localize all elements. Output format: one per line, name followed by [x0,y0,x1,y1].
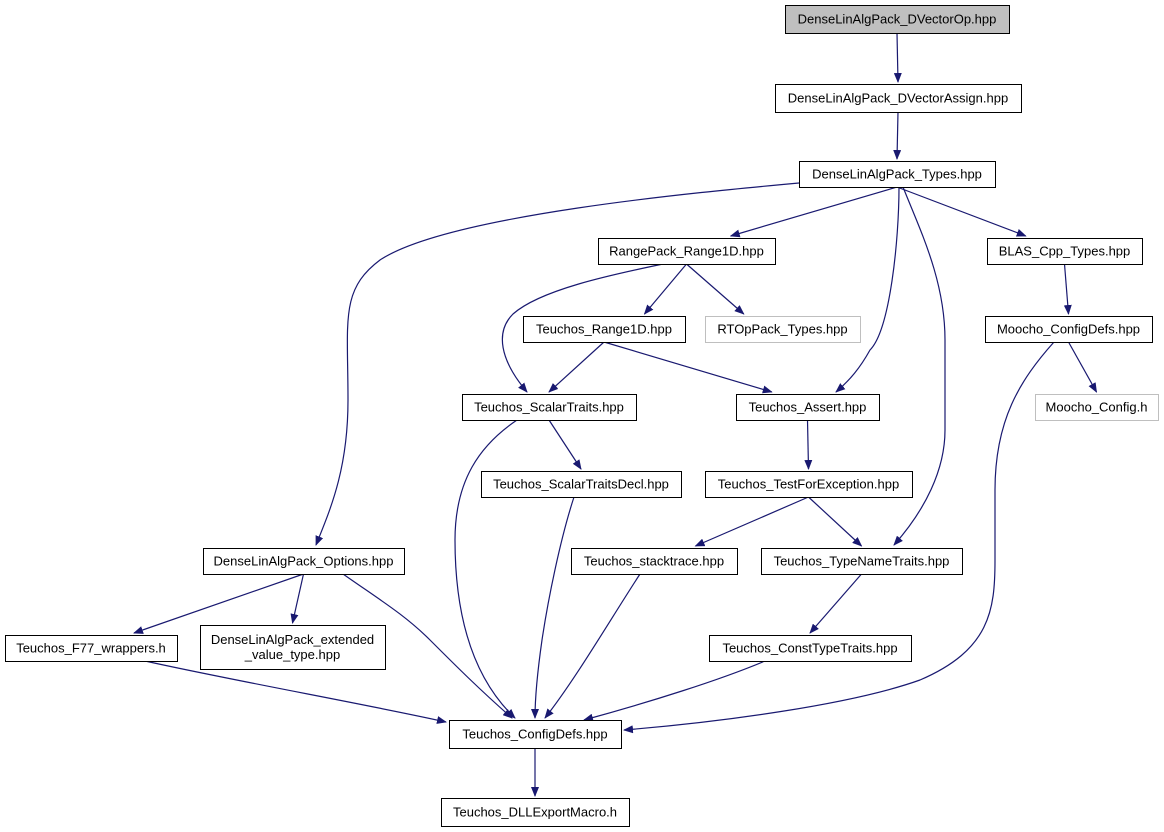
node-label-scalartraits: Teuchos_ScalarTraits.hpp [474,400,624,415]
node-label-typenametraits: Teuchos_TypeNameTraits.hpp [774,554,950,569]
node-label-teuchos_range1d: Teuchos_Range1D.hpp [536,322,672,337]
node-box-stacktrace [571,548,738,575]
node-box-moocho_configdefs [985,316,1153,343]
edge-teuchos_range1d-to-assert [603,341,773,394]
edge-types-to-range1d [729,186,898,238]
node-box-testforexception [705,471,913,498]
node-label-rtoppack: RTOpPack_Types.hpp [717,322,847,337]
node-rtoppack[interactable]: RTOpPack_Types.hpp [705,316,861,343]
node-box-teuchos_configdefs [449,720,622,749]
node-scalartraitsdecl[interactable]: Teuchos_ScalarTraitsDecl.hpp [481,471,682,498]
node-scalartraits[interactable]: Teuchos_ScalarTraits.hpp [462,394,637,421]
node-blas[interactable]: BLAS_Cpp_Types.hpp [987,238,1143,265]
node-box-consttypetraits [709,635,912,662]
node-teuchos_configdefs[interactable]: Teuchos_ConfigDefs.hpp [449,720,622,749]
node-box-options [203,548,405,575]
node-label-moocho_config: Moocho_Config.h [1046,400,1148,415]
edge-range1d-to-scalartraits [501,263,664,393]
node-label-teuchos_configdefs: Teuchos_ConfigDefs.hpp [462,727,607,742]
edge-scalartraits-to-scalartraitsdecl [548,419,582,470]
node-label-f77: Teuchos_F77_wrappers.h [16,641,166,656]
edge-typenametraits-to-consttypetraits [809,573,862,634]
edge-consttypetraits-to-teuchos_configdefs [583,660,766,722]
edge-blas-to-moocho_configdefs [1063,263,1072,315]
node-box-teuchos_range1d [523,316,686,343]
node-box-scalartraitsdecl [481,471,682,498]
node-box-range1d [598,238,776,265]
edge-types-to-options [315,182,800,546]
node-label-scalartraitsdecl: Teuchos_ScalarTraitsDecl.hpp [493,477,669,492]
edge-testforexception-to-typenametraits [808,496,863,547]
node-box-moocho_config [1035,394,1159,421]
nodes-layer: DenseLinAlgPack_DVectorOp.hppDenseLinAlg… [5,5,1159,827]
node-label-stacktrace: Teuchos_stacktrace.hpp [584,554,724,569]
node-options[interactable]: DenseLinAlgPack_Options.hpp [203,548,405,575]
node-label-dllexport: Teuchos_DLLExportMacro.h [453,805,617,820]
node-label-extended: DenseLinAlgPack_extended [211,632,374,647]
node-teuchos_range1d[interactable]: Teuchos_Range1D.hpp [523,316,686,343]
node-stacktrace[interactable]: Teuchos_stacktrace.hpp [571,548,738,575]
node-box-blas [987,238,1143,265]
node-moocho_configdefs[interactable]: Moocho_ConfigDefs.hpp [985,316,1153,343]
node-box-dllexport [441,798,630,827]
node-label-blas: BLAS_Cpp_Types.hpp [999,244,1131,259]
edge-options-to-teuchos_configdefs [342,573,513,719]
node-label-extended: _value_type.hpp [244,647,340,662]
node-box-dvectorassign [775,84,1022,113]
node-types[interactable]: DenseLinAlgPack_Types.hpp [799,161,996,188]
node-box-assert [736,394,880,421]
node-assert[interactable]: Teuchos_Assert.hpp [736,394,880,421]
edge-options-to-extended [290,573,305,624]
edge-types-to-blas [896,186,1027,237]
edge-range1d-to-rtoppack [686,263,745,315]
node-dllexport[interactable]: Teuchos_DLLExportMacro.h [441,798,630,827]
node-label-consttypetraits: Teuchos_ConstTypeTraits.hpp [722,641,897,656]
node-label-range1d: RangePack_Range1D.hpp [609,244,764,259]
node-box-dvectorop [785,5,1010,34]
node-typenametraits[interactable]: Teuchos_TypeNameTraits.hpp [761,548,963,575]
edge-dvectorop-to-dvectorassign [893,32,902,83]
node-dvectorassign[interactable]: DenseLinAlgPack_DVectorAssign.hpp [775,84,1022,113]
edge-stacktrace-to-teuchos_configdefs [544,573,641,719]
node-label-dvectorop: DenseLinAlgPack_DVectorOp.hpp [798,12,997,27]
node-f77[interactable]: Teuchos_F77_wrappers.h [5,635,178,662]
edges-layer [133,32,1098,797]
edge-range1d-to-teuchos_range1d [643,263,687,315]
node-label-dvectorassign: DenseLinAlgPack_DVectorAssign.hpp [788,91,1008,106]
node-label-moocho_configdefs: Moocho_ConfigDefs.hpp [997,322,1140,337]
edge-moocho_configdefs-to-moocho_config [1067,341,1098,393]
node-testforexception[interactable]: Teuchos_TestForException.hpp [705,471,913,498]
node-box-types [799,161,996,188]
edge-scalartraits-to-teuchos_configdefs [454,419,518,719]
node-label-testforexception: Teuchos_TestForException.hpp [718,477,899,492]
node-label-options: DenseLinAlgPack_Options.hpp [214,554,394,569]
node-dvectorop[interactable]: DenseLinAlgPack_DVectorOp.hpp [785,5,1010,34]
node-moocho_config[interactable]: Moocho_Config.h [1035,394,1159,421]
node-box-f77 [5,635,178,662]
node-box-extended [200,625,386,670]
node-extended[interactable]: DenseLinAlgPack_extended_value_type.hpp [200,625,386,670]
node-range1d[interactable]: RangePack_Range1D.hpp [598,238,776,265]
edge-types-to-assert [835,186,900,393]
node-box-rtoppack [705,316,861,343]
node-label-types: DenseLinAlgPack_Types.hpp [812,167,982,182]
node-label-assert: Teuchos_Assert.hpp [749,400,867,415]
edge-scalartraitsdecl-to-teuchos_configdefs [531,496,575,719]
edge-moocho_configdefs-to-teuchos_configdefs [623,341,1055,734]
edge-types-to-typenametraits [893,186,946,546]
edge-assert-to-testforexception [804,419,813,470]
edge-testforexception-to-stacktrace [694,496,809,547]
node-consttypetraits[interactable]: Teuchos_ConstTypeTraits.hpp [709,635,912,662]
node-box-typenametraits [761,548,963,575]
node-box-scalartraits [462,394,637,421]
edge-dvectorassign-to-types [893,111,902,160]
edge-teuchos_range1d-to-scalartraits [548,341,605,393]
edge-f77-to-teuchos_configdefs [144,660,447,724]
edge-options-to-f77 [133,573,304,634]
